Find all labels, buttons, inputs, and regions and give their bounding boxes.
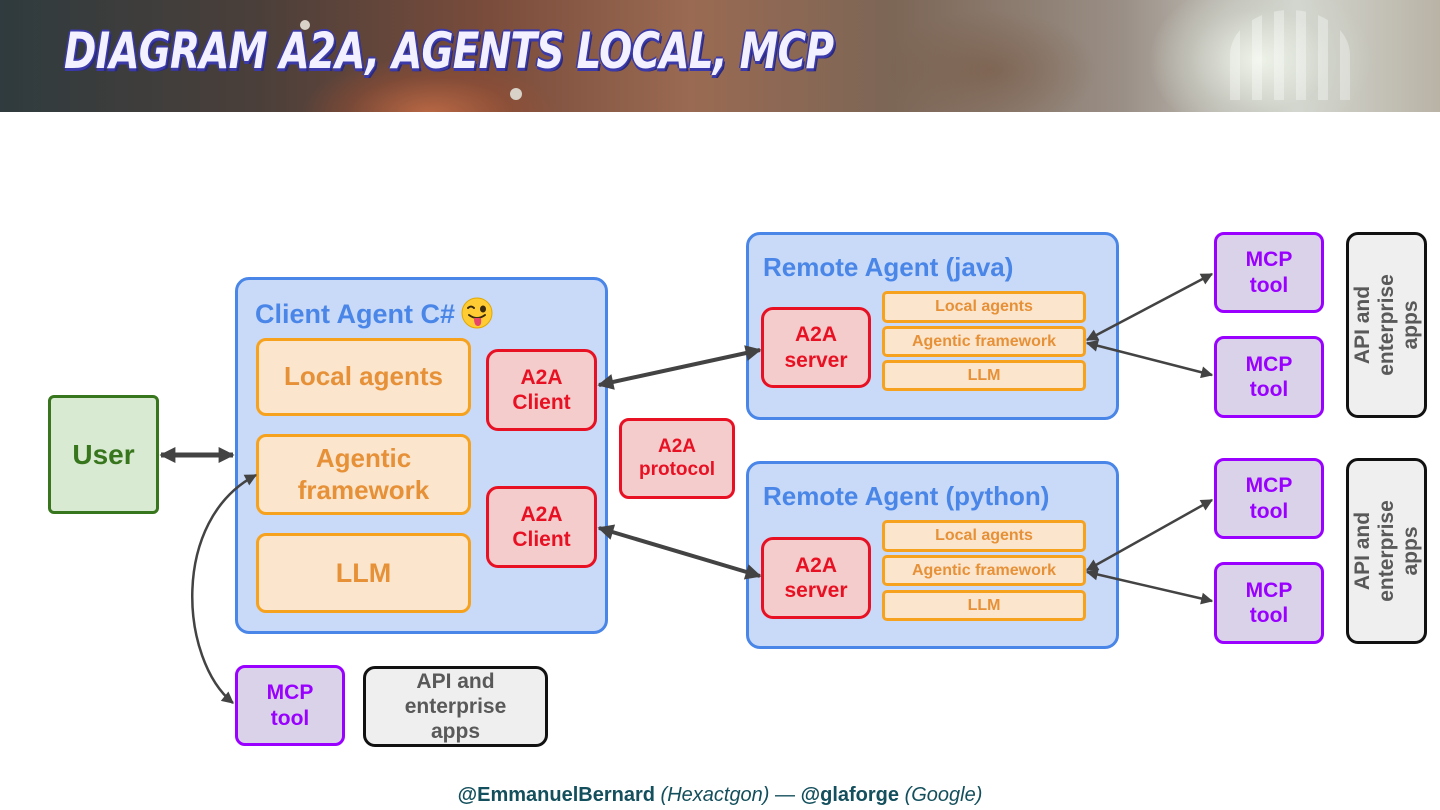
local-mcp-tool: MCP tool (235, 665, 345, 746)
banner-antenna-tip (300, 20, 310, 30)
client-local-agents: Local agents (256, 338, 471, 416)
banner-antenna-tip (510, 88, 522, 100)
client-llm: LLM (256, 533, 471, 613)
user-box: User (48, 395, 159, 514)
python-local-agents: Local agents (882, 520, 1086, 552)
footer-separator: — (769, 784, 801, 806)
footer-handle-1[interactable]: @EmmanuelBernard (457, 784, 655, 806)
python-mcp-tool-2: MCP tool (1214, 562, 1324, 644)
a2a-server-python: A2A server (761, 537, 871, 619)
client-agent-title-text: Client Agent C# (255, 299, 456, 329)
banner-window (1230, 10, 1350, 100)
java-mcp-tool-1: MCP tool (1214, 232, 1324, 313)
footer-credits: @EmmanuelBernard (Hexactgon) — @glaforge… (0, 784, 1440, 807)
banner-light-spot (880, 10, 1100, 112)
a2a-protocol-label: A2A protocol (619, 418, 735, 499)
java-api-enterprise-apps: API and enterprise apps (1346, 232, 1427, 418)
footer-handle-2[interactable]: @glaforge (800, 784, 899, 806)
java-api-enterprise-apps-label: API and enterprise apps (1350, 274, 1422, 376)
python-api-enterprise-apps-label: API and enterprise apps (1350, 500, 1422, 602)
a2a-client-bottom: A2A Client (486, 486, 597, 568)
python-mcp-tool-1: MCP tool (1214, 458, 1324, 539)
client-agentic-framework: Agentic framework (256, 434, 471, 515)
winking-tongue-emoji-icon (461, 297, 493, 329)
python-api-enterprise-apps: API and enterprise apps (1346, 458, 1427, 644)
footer-org-2: (Google) (904, 784, 983, 806)
client-agent-title: Client Agent C# (255, 297, 493, 330)
python-agentic-framework: Agentic framework (882, 555, 1086, 586)
remote-agent-java-title: Remote Agent (java) (763, 252, 1014, 282)
local-api-enterprise-apps: API and enterprise apps (363, 666, 548, 747)
banner-window-glow (1150, 0, 1370, 112)
java-mcp-tool-2: MCP tool (1214, 336, 1324, 418)
java-agentic-framework: Agentic framework (882, 326, 1086, 357)
a2a-python-arrow (597, 524, 762, 580)
a2a-server-java: A2A server (761, 307, 871, 388)
java-local-agents: Local agents (882, 291, 1086, 323)
header-banner: Diagram A2A, agents local, MCP (0, 0, 1440, 112)
a2a-client-top: A2A Client (486, 349, 597, 431)
a2a-java-arrow (597, 345, 762, 390)
remote-agent-python-title: Remote Agent (python) (763, 481, 1050, 511)
java-llm: LLM (882, 360, 1086, 391)
python-llm: LLM (882, 590, 1086, 621)
page-title: Diagram A2A, agents local, MCP (64, 22, 834, 80)
footer-org-1: (Hexactgon) (660, 784, 770, 806)
